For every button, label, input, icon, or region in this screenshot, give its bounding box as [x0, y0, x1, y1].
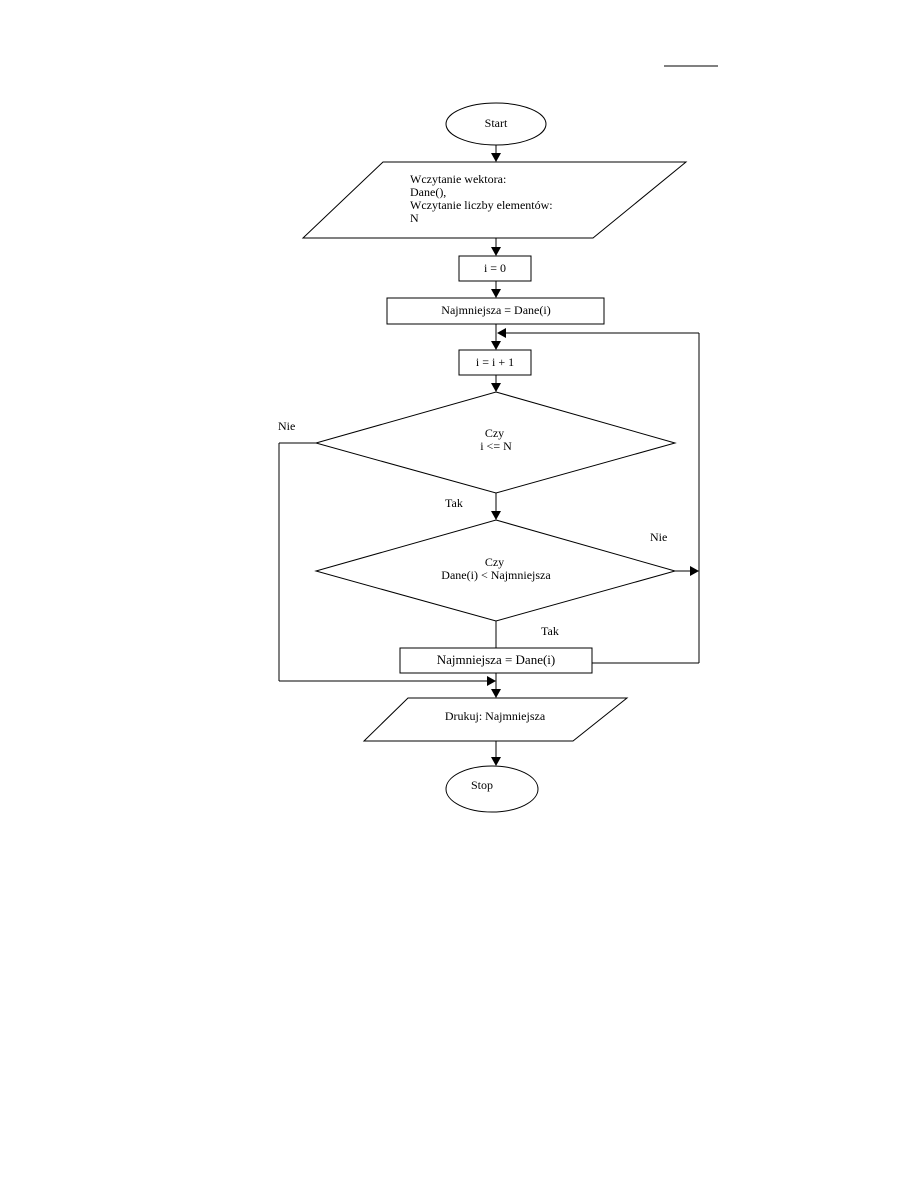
edge-label-cond1-no: Nie [278, 419, 295, 433]
arrowhead [690, 566, 699, 576]
stop-label: Stop [471, 778, 493, 792]
arrowhead [491, 247, 501, 256]
stop-node: Stop [445, 765, 539, 813]
arrowhead [497, 328, 506, 338]
edge-label-cond1-yes: Tak [445, 496, 463, 510]
input-line-3: Wczytanie liczby elementów: [410, 198, 553, 212]
init-i-label: i = 0 [484, 261, 506, 275]
increment-label: i = i + 1 [476, 355, 514, 369]
input-line-1: Wczytanie wektora: [410, 172, 506, 186]
input-label: Wczytanie wektora: Dane(), Wczytanie lic… [410, 172, 556, 225]
input-line-2: Dane(), [410, 185, 446, 199]
increment-node: i = i + 1 [458, 349, 532, 376]
cond1-line-1: Czy [485, 426, 504, 440]
input-node: Wczytanie wektora: Dane(), Wczytanie lic… [301, 161, 688, 239]
init-min-node: Najmniejsza = Dane(i) [386, 297, 605, 325]
start-label: Start [485, 116, 508, 130]
cond1-line-2: i <= N [480, 439, 512, 453]
edge-label-cond2-no: Nie [650, 530, 667, 544]
arrowhead [487, 676, 496, 686]
start-node: Start [445, 102, 547, 146]
input-line-4: N [410, 211, 419, 225]
condition-less-than-min-label: Czy Dane(i) < Najmniejsza [441, 555, 551, 582]
assign-min-label: Najmniejsza = Dane(i) [437, 652, 556, 667]
arrowhead [491, 689, 501, 698]
edge-label-cond2-yes: Tak [541, 624, 559, 638]
condition-less-than-min: Czy Dane(i) < Najmniejsza [314, 519, 677, 622]
arrowhead [491, 341, 501, 350]
arrowhead [491, 511, 501, 520]
arrowhead [491, 383, 501, 392]
arrowhead [491, 757, 501, 766]
output-label: Drukuj: Najmniejsza [445, 709, 546, 723]
cond2-line-1: Czy [485, 555, 504, 569]
assign-min-node: Najmniejsza = Dane(i) [399, 647, 593, 674]
condition-i-le-n: Czy i <= N [314, 391, 677, 494]
output-node: Drukuj: Najmniejsza [362, 697, 629, 742]
arrowhead [491, 153, 501, 162]
condition-i-le-n-label: Czy i <= N [480, 426, 512, 453]
cond2-line-2: Dane(i) < Najmniejsza [441, 568, 551, 582]
arrowhead [491, 289, 501, 298]
init-i-node: i = 0 [458, 255, 532, 282]
init-min-label: Najmniejsza = Dane(i) [441, 303, 550, 317]
